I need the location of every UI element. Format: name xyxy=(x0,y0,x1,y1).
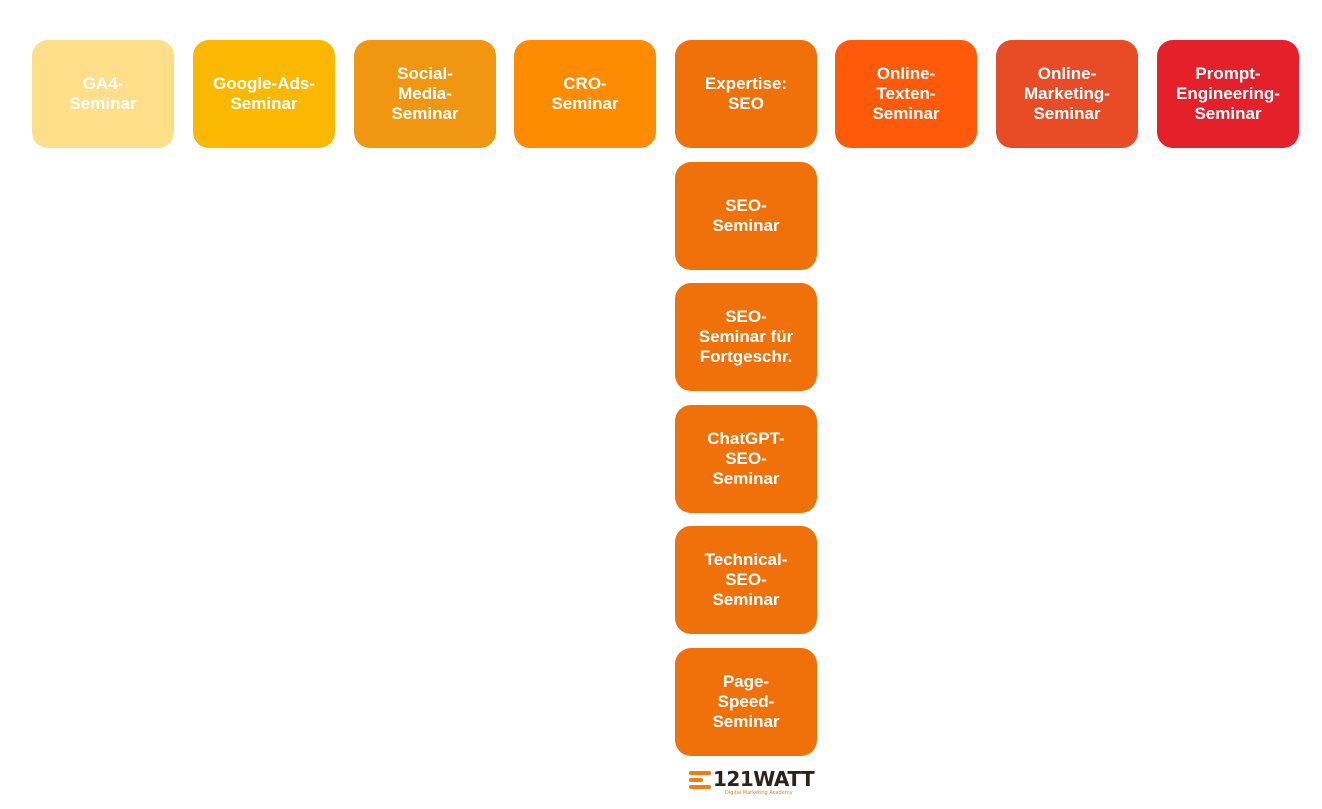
tile-page-speed-seminar[interactable]: Page- Speed- Seminar xyxy=(675,648,817,756)
tile-label: Expertise: SEO xyxy=(704,74,788,113)
tile-seo-seminar[interactable]: SEO- Seminar xyxy=(675,162,817,270)
tile-label: CRO- Seminar xyxy=(551,74,619,113)
tile-technical-seo-seminar[interactable]: Technical- SEO- Seminar xyxy=(675,526,817,634)
tile-label: Page- Speed- Seminar xyxy=(712,672,780,731)
tile-label: Online- Texten- Seminar xyxy=(872,64,940,123)
tile-social-media-seminar[interactable]: Social- Media- Seminar xyxy=(354,40,496,148)
tile-label: Online- Marketing- Seminar xyxy=(1024,64,1110,123)
tile-label: SEO- Seminar für Fortgeschr. xyxy=(698,307,794,366)
tile-ga4-seminar[interactable]: GA4- Seminar xyxy=(32,40,174,148)
tile-label: SEO- Seminar xyxy=(712,196,780,235)
logo-tagline: Digital Marketing Academy xyxy=(725,790,793,796)
tile-online-marketing-seminar[interactable]: Online- Marketing- Seminar xyxy=(996,40,1138,148)
tile-chatgpt-seo-seminar[interactable]: ChatGPT- SEO- Seminar xyxy=(675,405,817,513)
tile-label: Prompt- Engineering- Seminar xyxy=(1176,64,1280,123)
tile-online-texten-seminar[interactable]: Online- Texten- Seminar xyxy=(835,40,977,148)
tile-google-ads-seminar[interactable]: Google-Ads- Seminar xyxy=(193,40,335,148)
brand-logo: 121WATT Digital Marketing Academy xyxy=(689,768,815,800)
tile-seo-seminar-fortgeschritten[interactable]: SEO- Seminar für Fortgeschr. xyxy=(675,283,817,391)
tile-cro-seminar[interactable]: CRO- Seminar xyxy=(514,40,656,148)
logo-wordmark: 121WATT xyxy=(713,767,815,791)
tile-label: Technical- SEO- Seminar xyxy=(704,550,788,609)
tile-label: GA4- Seminar xyxy=(69,74,137,113)
tile-expertise-seo[interactable]: Expertise: SEO xyxy=(675,40,817,148)
logo-bars-icon xyxy=(689,771,711,789)
tile-label: Social- Media- Seminar xyxy=(391,64,459,123)
tile-prompt-engineering-seminar[interactable]: Prompt- Engineering- Seminar xyxy=(1157,40,1299,148)
tile-label: ChatGPT- SEO- Seminar xyxy=(707,429,785,488)
tile-label: Google-Ads- Seminar xyxy=(213,74,315,113)
